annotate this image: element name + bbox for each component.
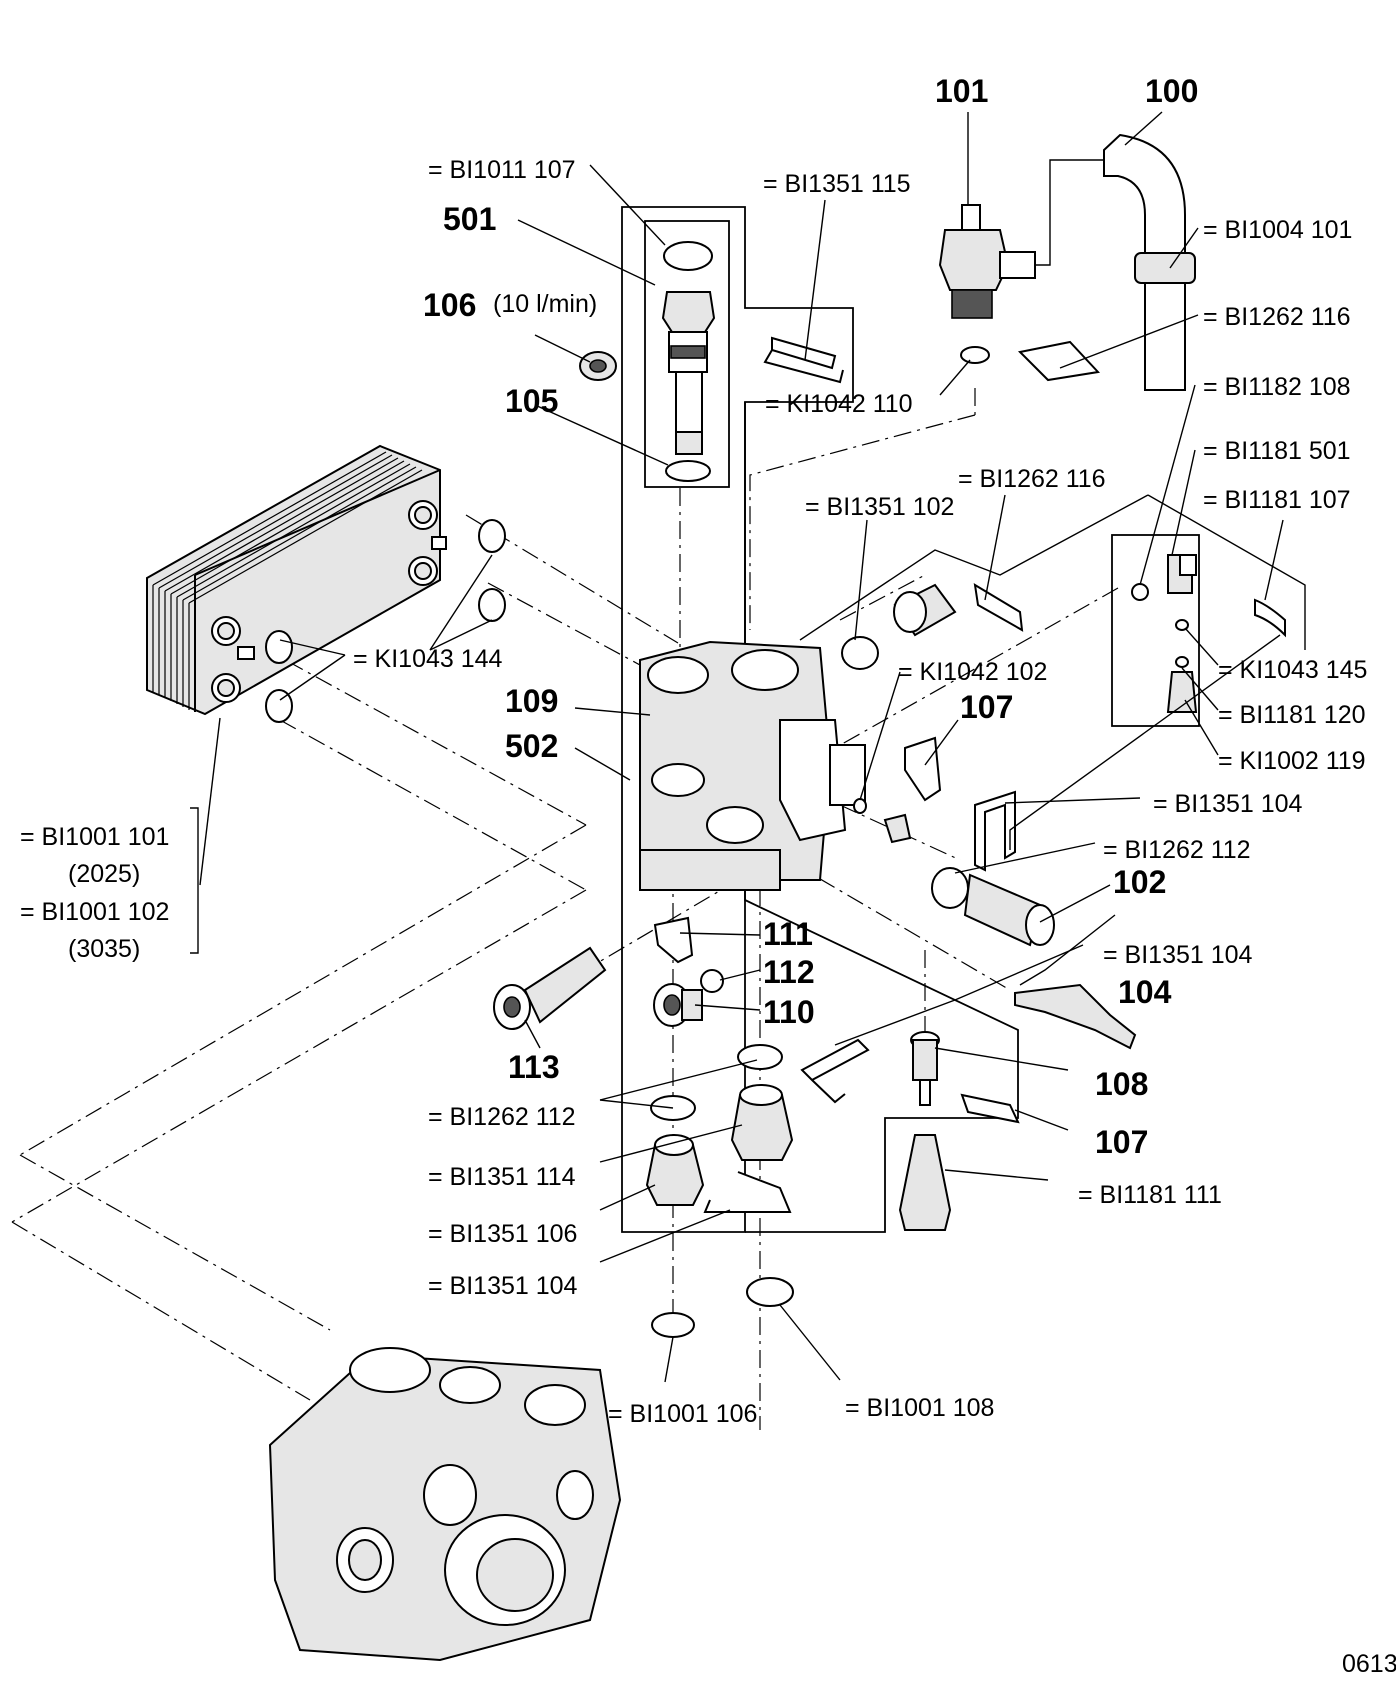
ref-109: 109 [505,683,558,719]
clip-bi1262-116-top [1017,340,1101,382]
code-bi1004-101: = BI1004 101 [1203,216,1352,244]
sub-assembly-501-frame [644,220,730,488]
plug-ki1042-102 [883,813,912,844]
clip-bi1351-115 [763,336,844,384]
pipe-100 [1035,133,1196,391]
clip-bi1351-104-upper [974,790,1016,872]
assembly-frames [621,206,1200,1233]
code-bi1001-102-variant: (3035) [68,935,140,963]
sensor-104 [1014,983,1137,1050]
plug-110 [653,983,703,1027]
main-assembly-frame-lower [744,402,1019,1233]
clip-bi1181-107 [1254,598,1286,638]
code-ki1043-144: = KI1043 144 [353,645,503,673]
ref-101: 101 [935,73,988,109]
flow-limiter-106 [579,351,617,381]
boot-bi1181-111 [898,1134,952,1231]
ref-100: 100 [1145,73,1198,109]
code-bi1181-107: = BI1181 107 [1203,486,1351,514]
code-bi1351-104-mid: = BI1351 104 [1103,941,1253,969]
hydraulic-block [639,640,866,891]
code-bi1001-101: = BI1001 101 [20,823,169,851]
code-bi1262-112-upper: = BI1262 112 [1103,836,1251,864]
ref-112: 112 [763,954,815,990]
sub-assembly-501 [661,241,716,482]
code-ki1042-110: = KI1042 110 [765,390,913,418]
fittings-102 [841,583,1055,947]
code-bi1182-108: = BI1182 108 [1203,373,1351,401]
ref-108: 108 [1095,1066,1148,1102]
ref-105: 105 [505,383,558,419]
lower-fittings [645,1044,794,1338]
code-ki1043-145: = KI1043 145 [1218,656,1367,684]
sub-assembly-108-frame [1111,534,1200,727]
code-bi1001-108: = BI1001 108 [845,1394,994,1422]
air-vent-101 [938,204,1036,364]
sensor-108 [910,1031,940,1106]
code-bi1262-116-top: = BI1262 116 [1203,303,1351,331]
part-113 [493,946,607,1030]
ref-107-lower: 107 [1095,1124,1148,1160]
ref-110: 110 [763,994,815,1030]
code-bi1351-115: = BI1351 115 [763,170,911,198]
code-ki1042-102: = KI1042 102 [898,658,1047,686]
code-bi1011-107: = BI1011 107 [428,156,576,184]
code-bi1001-102: = BI1001 102 [20,898,169,926]
code-bi1001-101-variant: (2025) [68,860,140,888]
code-bi1351-106: = BI1351 106 [428,1220,577,1248]
code-bi1181-501: = BI1181 501 [1203,437,1351,465]
code-bi1351-114: = BI1351 114 [428,1163,576,1191]
o-ring-ki1042-102 [853,798,867,814]
clip-111 [653,916,694,964]
plate-heat-exchanger [146,444,447,716]
ref-102: 102 [1113,864,1166,900]
leader-lines [190,111,1306,1383]
ref-502: 502 [505,728,558,764]
code-bi1181-120: = BI1181 120 [1218,701,1366,729]
code-bi1351-104-upper: = BI1351 104 [1153,790,1303,818]
ref-106: 106 [423,287,476,323]
clip-bi1262-116-mid [973,583,1024,632]
main-assembly-frame [621,206,854,1233]
code-bi1262-116-mid: = BI1262 116 [958,465,1106,493]
clip-bi1351-104-mid [800,1038,870,1104]
sensor-sub-assembly [1131,554,1198,713]
o-ring-112 [700,969,724,993]
code-bi1262-112-lower: = BI1262 112 [428,1103,576,1131]
code-bi1351-104-lower: = BI1351 104 [428,1272,578,1300]
code-bi1351-102: = BI1351 102 [805,493,954,521]
ref-104: 104 [1118,974,1172,1010]
clip-107-lower [960,1093,1020,1124]
drawing-number: 0613 [1342,1650,1396,1678]
assembled-view [268,1347,622,1662]
ref-113: 113 [508,1049,560,1085]
code-bi1181-111: = BI1181 111 [1078,1181,1222,1209]
code-bi1001-106: = BI1001 106 [608,1400,757,1428]
ref-111: 111 [763,916,813,952]
ref-107-mid: 107 [960,689,1013,725]
code-ki1002-119: = KI1002 119 [1218,747,1366,775]
clip-107-mid [904,736,942,802]
ref-106-note: (10 l/min) [493,290,597,318]
o-rings-exchanger [265,519,506,723]
ref-501: 501 [443,201,496,237]
